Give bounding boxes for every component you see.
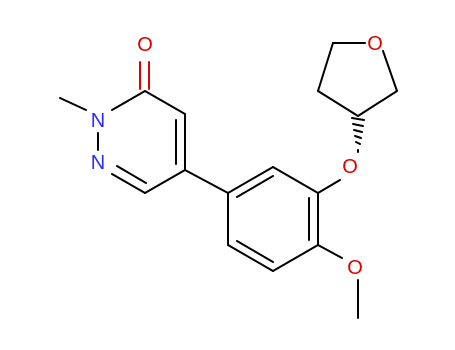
carbonyl-oxygen-label: O: [137, 34, 153, 56]
benzene-bond-5: [227, 244, 274, 272]
ether-oxygen-label: O: [342, 156, 358, 178]
n-methyl-nitrogen-label: N: [91, 110, 105, 132]
bond-n1-c6: [111, 173, 146, 194]
stereo-hash-bond: [351, 117, 365, 153]
pyridazinone-ring: [59, 61, 186, 194]
bond-c3-c4: [144, 90, 186, 115]
thf-bond-c5-c4: [317, 42, 334, 92]
bond-n1-c6-inner: [116, 165, 147, 184]
thf-bond-c3-c2: [357, 90, 398, 117]
bond-c6-c5: [144, 169, 186, 194]
benzene-ring: [227, 166, 319, 272]
benzene-bond-2: [272, 166, 319, 194]
bond-c3-n2: [111, 90, 146, 111]
benzene-bond-1-inner: [236, 175, 274, 198]
benzene-bond-4: [272, 244, 319, 272]
thf-oxygen-label: O: [367, 33, 383, 55]
thf-bond-c4-c3: [317, 90, 359, 117]
bond-aryl-ether-o: [317, 179, 341, 194]
benzene-bond-5-inner: [236, 240, 274, 263]
bond-aryl-methoxy-o: [317, 244, 343, 259]
biaryl-bond: [184, 169, 229, 194]
thf-ring: [317, 42, 398, 117]
bond-n-methyl: [59, 97, 87, 111]
benzene-bond-1: [227, 166, 274, 194]
imine-nitrogen-label: N: [91, 152, 105, 174]
thf-bond-c2-o: [382, 50, 398, 92]
methoxy-oxygen-label: O: [347, 257, 363, 279]
